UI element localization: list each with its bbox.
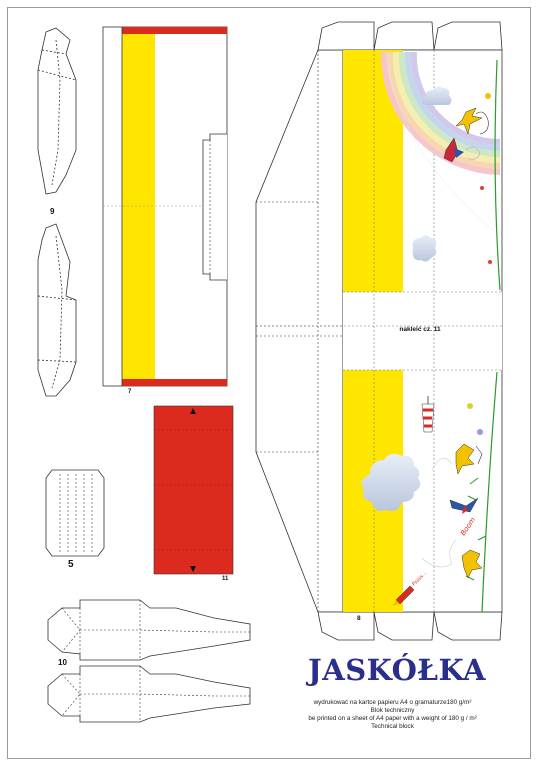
part-10-label: 10 [58, 658, 67, 667]
bird-figure-1 [455, 107, 489, 135]
bird-figure-2 [443, 137, 481, 163]
part-9-label: 9 [50, 207, 55, 216]
flower-icon [488, 260, 492, 264]
cloud-small-mid [412, 235, 437, 262]
bird-figure-3 [431, 443, 483, 475]
cloud-large [361, 453, 421, 511]
part-5 [45, 469, 105, 557]
part-9-lower [37, 223, 77, 397]
print-note-pl: wydrukować na kartce papieru A4 o gramat… [313, 699, 472, 706]
part-10-lower [47, 665, 251, 723]
glue-instruction: nakleić cz. 11 [399, 326, 441, 333]
paper-type-pl: Blok techniczny [370, 707, 415, 714]
part-11-label: 11 [222, 576, 229, 582]
bird-figure-5 [421, 539, 483, 579]
part-5-label: 5 [68, 559, 74, 570]
print-note-en: be printed on a sheet of A4 paper with a… [308, 715, 477, 722]
rocket-figure [392, 585, 415, 606]
part-10-upper [47, 599, 251, 661]
part-7-label: 7 [128, 389, 132, 395]
windsock-figure [421, 396, 435, 433]
part-7 [102, 26, 228, 387]
paper-type-en: Technical block [371, 723, 414, 730]
cloud-small-top [422, 86, 452, 105]
page-title: JASKÓŁKA [308, 653, 486, 687]
flower-icon [467, 403, 473, 409]
flower-icon [480, 186, 484, 190]
part-8: Boom Pssss... [255, 21, 503, 641]
stem-lower [481, 371, 498, 613]
part-8-label: 8 [357, 615, 361, 622]
flower-icon [485, 93, 491, 99]
part-9-upper [37, 27, 77, 195]
bird-figure-4 [449, 497, 479, 514]
part-11 [153, 405, 234, 575]
flower-icon [477, 429, 483, 435]
stem-upper [494, 59, 501, 291]
